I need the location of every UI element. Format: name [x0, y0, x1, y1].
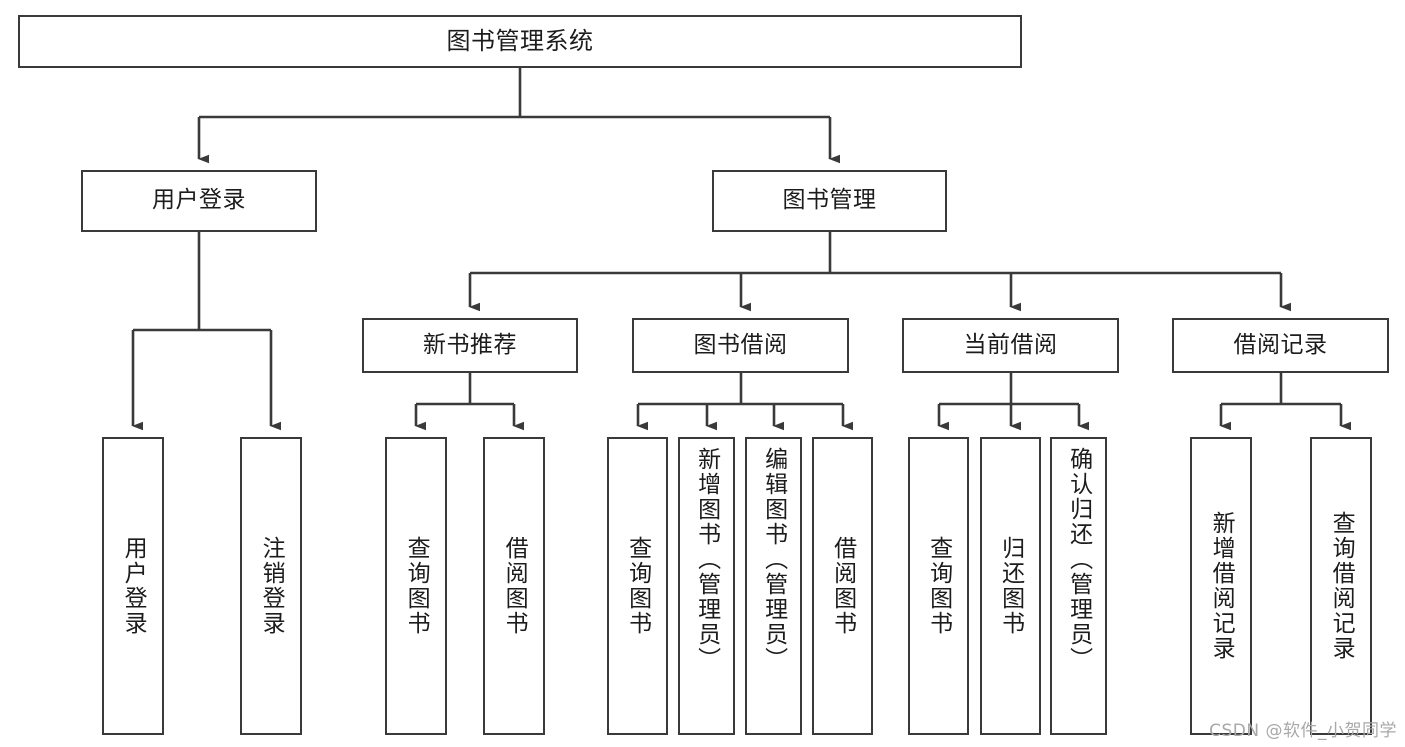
- node-leaf-query-borrow-record[interactable]: 查询借阅记录: [1310, 437, 1372, 735]
- node-leaf-return-book-label: 归还图书: [997, 536, 1024, 636]
- node-borrow-record[interactable]: 借阅记录: [1172, 318, 1389, 373]
- node-leaf-query-book-2-label: 查询图书: [624, 536, 651, 636]
- node-new-book-recommend[interactable]: 新书推荐: [362, 318, 578, 373]
- node-leaf-borrow-book-1[interactable]: 借阅图书: [483, 437, 545, 735]
- node-leaf-edit-book-label: 编辑图书（管理员）: [760, 447, 787, 672]
- node-leaf-edit-book[interactable]: 编辑图书（管理员）: [745, 437, 802, 735]
- node-leaf-borrow-book-2[interactable]: 借阅图书: [812, 437, 873, 735]
- watermark-text: CSDN @软件_小贺同学: [1209, 721, 1397, 741]
- node-root[interactable]: 图书管理系统: [18, 15, 1022, 68]
- node-leaf-query-book-3[interactable]: 查询图书: [908, 437, 969, 735]
- node-current-borrow-label: 当前借阅: [963, 331, 1058, 358]
- node-leaf-add-book[interactable]: 新增图书（管理员）: [678, 437, 735, 735]
- node-book-borrow[interactable]: 图书借阅: [632, 318, 849, 373]
- node-leaf-query-borrow-record-label: 查询借阅记录: [1328, 511, 1355, 661]
- node-leaf-borrow-book-1-label: 借阅图书: [501, 536, 528, 636]
- node-current-borrow[interactable]: 当前借阅: [902, 318, 1119, 373]
- node-leaf-query-book-3-label: 查询图书: [925, 536, 952, 636]
- node-leaf-user-logout[interactable]: 注销登录: [240, 437, 302, 735]
- node-leaf-user-login-label: 用户登录: [120, 536, 147, 636]
- node-user-login-label: 用户登录: [152, 187, 246, 214]
- node-user-login[interactable]: 用户登录: [81, 170, 317, 232]
- node-leaf-confirm-return-label: 确认归还（管理员）: [1065, 447, 1092, 672]
- node-leaf-query-book-2[interactable]: 查询图书: [607, 437, 668, 735]
- node-leaf-return-book[interactable]: 归还图书: [980, 437, 1041, 735]
- node-borrow-record-label: 借阅记录: [1233, 331, 1328, 358]
- node-book-manage-label: 图书管理: [782, 187, 877, 214]
- node-leaf-user-login[interactable]: 用户登录: [102, 437, 164, 735]
- node-new-book-recommend-label: 新书推荐: [423, 331, 517, 358]
- node-leaf-add-borrow-record-label: 新增借阅记录: [1208, 511, 1235, 661]
- node-leaf-user-logout-label: 注销登录: [258, 536, 285, 636]
- node-root-label: 图书管理系统: [446, 27, 594, 56]
- node-leaf-borrow-book-2-label: 借阅图书: [829, 536, 856, 636]
- node-leaf-add-book-label: 新增图书（管理员）: [693, 447, 720, 672]
- node-book-manage[interactable]: 图书管理: [712, 170, 947, 232]
- node-leaf-add-borrow-record[interactable]: 新增借阅记录: [1190, 437, 1252, 735]
- node-leaf-query-book-1-label: 查询图书: [403, 536, 430, 636]
- node-leaf-query-book-1[interactable]: 查询图书: [385, 437, 447, 735]
- node-leaf-confirm-return[interactable]: 确认归还（管理员）: [1050, 437, 1107, 735]
- node-book-borrow-label: 图书借阅: [693, 331, 788, 358]
